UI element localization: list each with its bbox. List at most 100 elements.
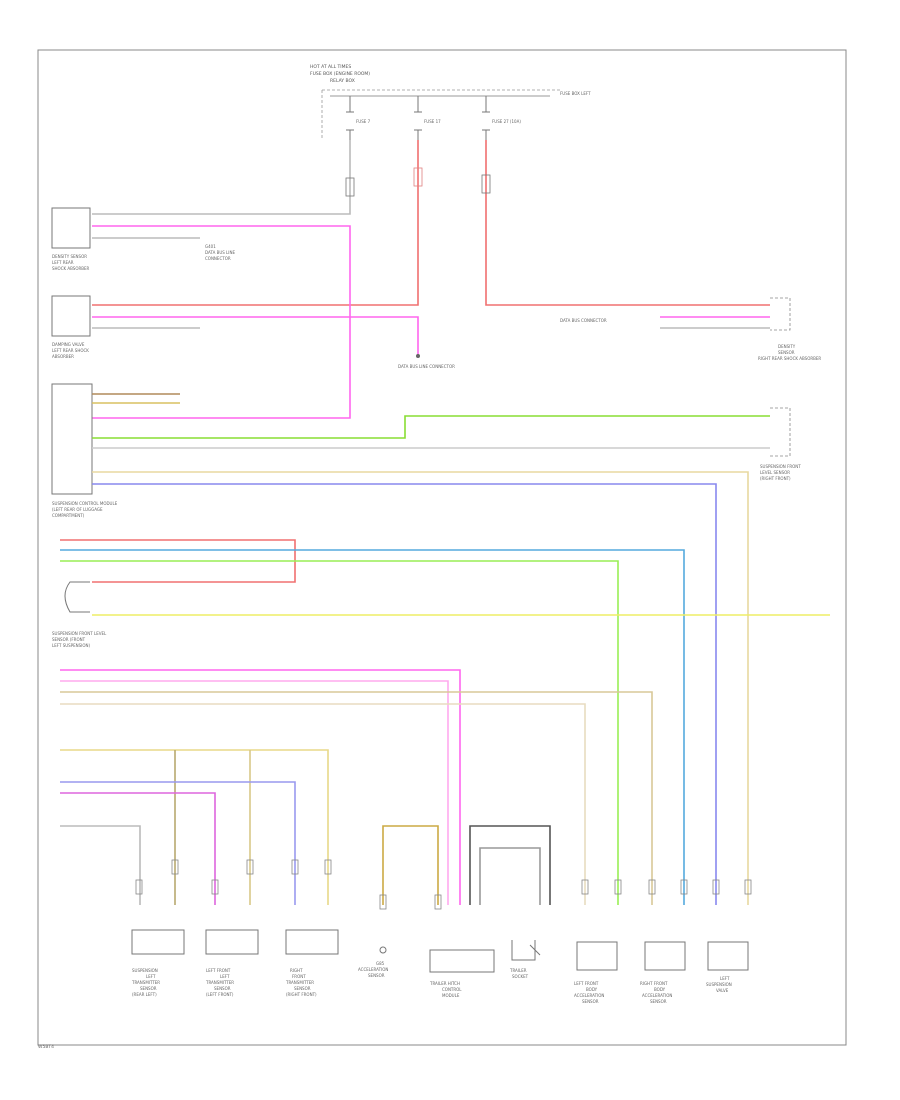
svg-text:SUSPENSION FRONT: SUSPENSION FRONT — [760, 464, 801, 469]
conn-f7 — [345, 177, 355, 197]
svg-text:SUSPENSION FRONT LEVEL: SUSPENSION FRONT LEVEL — [52, 631, 107, 636]
top-supply-label: HOT AT ALL TIMES FUSE BOX (ENGINE ROOM) … — [310, 64, 370, 84]
ground-point-2 — [416, 354, 420, 358]
svg-text:SENSOR: SENSOR — [140, 986, 157, 991]
wire-gray-5 — [479, 847, 541, 905]
fuse-17: FUSE 17 — [414, 96, 441, 140]
damping-valve-left — [51, 295, 91, 337]
svg-text:LEFT REAR: LEFT REAR — [52, 260, 74, 265]
svg-text:FRONT: FRONT — [292, 974, 306, 979]
fuse-27: FUSE 27 (10A) — [482, 96, 521, 140]
wire-fuse17 — [92, 140, 419, 306]
suspension-control-module-label: SUSPENSION CONTROL MODULE (LEFT REAR OF … — [52, 501, 118, 518]
right-comp2-label: SUSPENSION FRONT LEVEL SENSOR (RIGHT FRO… — [760, 464, 801, 481]
bottom-comp-4-ground — [379, 946, 387, 954]
svg-text:RIGHT REAR SHOCK ABSORBER: RIGHT REAR SHOCK ABSORBER — [758, 356, 821, 361]
fuse-box-note: FUSE BOX LEFT — [560, 91, 591, 96]
bottom-comp-2 — [205, 929, 259, 955]
bottom-comp-8-label: RIGHT FRONT BODY ACCELERATION SENSOR — [640, 981, 672, 1004]
svg-text:LEFT FRONT: LEFT FRONT — [206, 968, 231, 973]
front-level-sensor-symbol — [64, 581, 90, 613]
wire-tan-2 — [60, 691, 653, 905]
svg-text:FUSE 27 (10A): FUSE 27 (10A) — [492, 119, 521, 124]
svg-text:G85: G85 — [376, 961, 385, 966]
svg-text:TRANSMITTER: TRANSMITTER — [285, 980, 314, 985]
bottom-comp-4-label: G85 ACCELERATION SENSOR — [358, 961, 388, 978]
ground-note-3: DATA BUS CONNECTOR — [560, 318, 607, 323]
svg-text:TRAILER HITCH: TRAILER HITCH — [429, 981, 460, 986]
bottom-comp-6 — [511, 940, 541, 961]
svg-text:DATA BUS CONNECTOR: DATA BUS CONNECTOR — [560, 318, 607, 323]
svg-text:CONNECTOR: CONNECTOR — [205, 256, 231, 261]
wire-gold-1 — [382, 825, 439, 905]
density-sensor-left-label: DENSITY SENSOR LEFT REAR SHOCK ABSORBER — [52, 254, 90, 271]
svg-text:LEVEL SENSOR: LEVEL SENSOR — [760, 470, 790, 475]
wire-yellow-3 — [60, 749, 329, 905]
svg-text:(LEFT REAR OF LUGGAGE: (LEFT REAR OF LUGGAGE — [52, 507, 103, 512]
bottom-comp-2-label: LEFT FRONT LEFT TRANSMITTER SENSOR (LEFT… — [205, 968, 234, 997]
svg-text:LEFT REAR SHOCK: LEFT REAR SHOCK — [52, 348, 89, 353]
svg-text:DAMPING VALVE: DAMPING VALVE — [52, 342, 85, 347]
wire-tan-3 — [60, 703, 586, 905]
wire-green-1 — [92, 415, 770, 439]
bottom-comp-1 — [131, 929, 185, 955]
svg-text:SUSPENSION CONTROL MODULE: SUSPENSION CONTROL MODULE — [52, 501, 118, 506]
svg-text:ACCELERATION: ACCELERATION — [642, 993, 672, 998]
svg-text:FUSE BOX (ENGINE ROOM): FUSE BOX (ENGINE ROOM) — [310, 71, 370, 77]
svg-text:COMPARTMENT): COMPARTMENT) — [52, 513, 85, 518]
svg-text:SENSOR: SENSOR — [214, 986, 231, 991]
bottom-comp-3 — [285, 929, 339, 955]
bottom-comp-3-label: RIGHT FRONT TRANSMITTER SENSOR (RIGHT FR… — [285, 968, 317, 997]
svg-text:LEFT: LEFT — [146, 974, 156, 979]
conn-f17 — [413, 167, 423, 187]
svg-text:SENSOR: SENSOR — [650, 999, 667, 1004]
bottom-comp-5 — [429, 949, 495, 973]
wire-teal-1 — [60, 549, 685, 905]
svg-text:SENSOR (FRONT: SENSOR (FRONT — [52, 637, 86, 642]
svg-text:DATA BUS LINE CONNECTOR: DATA BUS LINE CONNECTOR — [398, 364, 455, 369]
svg-text:MODULE: MODULE — [442, 993, 460, 998]
bottom-comp-7-label: LEFT FRONT BODY ACCELERATION SENSOR — [574, 981, 604, 1004]
bottom-connectors — [135, 859, 752, 910]
svg-text:SOCKET: SOCKET — [512, 974, 529, 979]
wire-pink-3 — [60, 669, 461, 905]
svg-text:DATA BUS LINE: DATA BUS LINE — [205, 250, 235, 255]
svg-text:SENSOR: SENSOR — [368, 973, 385, 978]
svg-text:G401: G401 — [205, 244, 216, 249]
wire-purple-1 — [60, 781, 296, 905]
svg-text:RIGHT FRONT: RIGHT FRONT — [640, 981, 668, 986]
wire-fuse7 — [92, 140, 351, 215]
svg-text:LEFT: LEFT — [720, 976, 730, 981]
svg-text:DENSITY: DENSITY — [778, 344, 796, 349]
svg-text:(RIGHT FRONT): (RIGHT FRONT) — [286, 992, 317, 997]
svg-text:(REAR LEFT): (REAR LEFT) — [132, 992, 157, 997]
svg-text:LEFT FRONT: LEFT FRONT — [574, 981, 599, 986]
svg-text:FUSE 17: FUSE 17 — [424, 119, 441, 124]
bottom-comp-8 — [644, 941, 686, 971]
svg-text:RELAY BOX: RELAY BOX — [330, 78, 355, 84]
wire-pink-4 — [60, 680, 449, 905]
svg-text:TRANSMITTER: TRANSMITTER — [205, 980, 234, 985]
svg-text:SUSPENSION: SUSPENSION — [706, 982, 732, 987]
wire-pink-1 — [92, 225, 351, 419]
right-comp1-label: DENSITY SENSOR RIGHT REAR SHOCK ABSORBER — [758, 344, 821, 361]
front-level-sensor-label: SUSPENSION FRONT LEVEL SENSOR (FRONT LEF… — [52, 631, 107, 648]
svg-text:SENSOR: SENSOR — [582, 999, 599, 1004]
svg-text:ABSORBER: ABSORBER — [52, 354, 74, 359]
wire-blue-1 — [92, 483, 717, 905]
bottom-comp-6-label: TRAILER SOCKET — [509, 968, 529, 979]
svg-text:SHOCK ABSORBER: SHOCK ABSORBER — [52, 266, 90, 271]
wire-violet-1 — [60, 792, 216, 905]
svg-text:TRAILER: TRAILER — [509, 968, 527, 973]
bottom-comp-9 — [707, 941, 749, 971]
svg-text:SENSOR: SENSOR — [778, 350, 795, 355]
ground-note-2: DATA BUS LINE CONNECTOR — [398, 364, 455, 369]
bottom-comp-1-label: SUSPENSION LEFT TRANSMITTER SENSOR (REAR… — [131, 968, 160, 997]
wire-lime-1 — [60, 560, 619, 905]
svg-text:CONTROL: CONTROL — [442, 987, 462, 992]
density-sensor-left — [51, 207, 91, 249]
damping-valve-left-label: DAMPING VALVE LEFT REAR SHOCK ABSORBER — [52, 342, 89, 359]
right-comp2-box — [770, 407, 791, 457]
bottom-comp-9-label: LEFT SUSPENSION VALVE — [706, 976, 732, 993]
